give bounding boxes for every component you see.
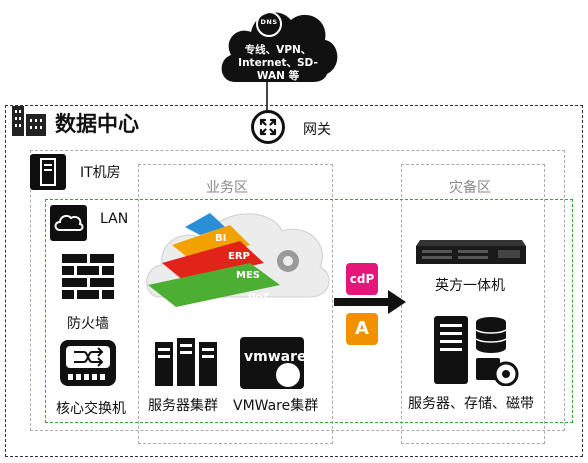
business-zone-boundary	[138, 164, 333, 444]
firewall-label: 防火墙	[67, 316, 109, 332]
dns-logo-icon	[256, 11, 282, 37]
lan-label: LAN	[100, 211, 129, 227]
building-icon	[12, 106, 46, 136]
pyramid-layer-erp: ERP	[228, 251, 250, 262]
switch-icon	[60, 340, 116, 386]
pyramid-layer-iiot: IIoT	[248, 292, 270, 303]
wan-link-line	[266, 82, 268, 110]
wan-cloud	[221, 12, 338, 82]
vmware-label: VMWare集群	[233, 398, 319, 414]
it-room-label: IT机房	[80, 165, 121, 181]
server-cluster-icon	[155, 338, 217, 386]
server-cluster-label: 服务器集群	[148, 398, 218, 414]
appliance-icon	[416, 240, 526, 264]
pyramid-layer-mes: MES	[236, 270, 260, 281]
cloud-icon	[50, 205, 87, 241]
router-icon	[251, 110, 285, 144]
server-storage-icon	[434, 316, 519, 386]
datacenter-title: 数据中心	[55, 112, 139, 136]
server-tower-icon	[30, 154, 66, 190]
industrial-pyramid-graphic	[146, 213, 330, 307]
firewall-icon	[62, 254, 114, 299]
datacenter-boundary	[5, 105, 583, 457]
it-room-boundary	[30, 150, 565, 431]
dns-logo-text: DNS	[260, 18, 278, 26]
gateway-label: 网关	[303, 122, 331, 138]
vmware-icon: vmware	[240, 337, 307, 389]
replication-arrow-icon	[334, 290, 406, 314]
wan-cloud-text: 专线、VPN、 Internet、SD- WAN 等	[238, 44, 318, 82]
core-switch-label: 核心交换机	[56, 401, 126, 417]
pyramid-layer-bi: BI	[215, 233, 227, 244]
server-storage-label: 服务器、存储、磁带	[408, 396, 534, 412]
vmware-badge	[276, 363, 300, 387]
business-zone-label: 业务区	[206, 180, 248, 196]
lan-boundary	[45, 199, 573, 423]
appliance-label: 英方一体机	[435, 278, 505, 294]
backup-vendor-logo: A	[346, 313, 378, 345]
cdp-logo: cdP	[346, 263, 378, 295]
vmware-logo-text: vmware	[244, 349, 307, 365]
dr-zone-label: 灾备区	[449, 180, 491, 196]
